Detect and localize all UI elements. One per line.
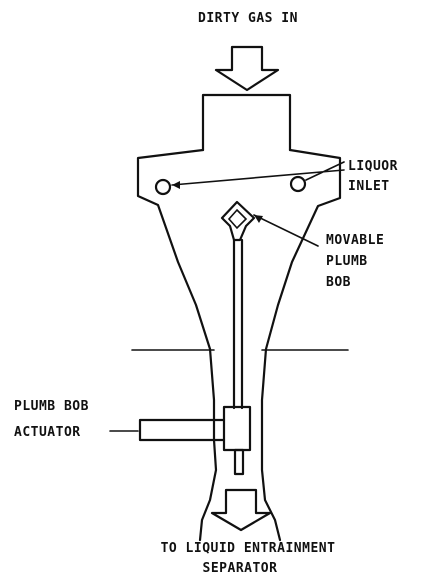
label-inlet: INLET bbox=[348, 179, 390, 194]
label-actuator: ACTUATOR bbox=[14, 425, 81, 440]
actuator-housing bbox=[222, 405, 252, 452]
plumb-bob-head bbox=[220, 200, 256, 242]
plumb-bob-stem bbox=[232, 238, 244, 410]
liquor-leader-line bbox=[171, 161, 345, 186]
plumb-bob-head-inner bbox=[227, 208, 248, 230]
bob-leader-line bbox=[253, 214, 319, 247]
scrubber-body-right bbox=[260, 148, 342, 542]
bob-arrowhead bbox=[254, 215, 263, 223]
outlet-arrow bbox=[210, 488, 272, 532]
inlet-arrow bbox=[214, 45, 280, 92]
liquor-inlet-right bbox=[289, 175, 307, 193]
label-to-liquid-entrainment: TO LIQUID ENTRAINMENT bbox=[161, 541, 336, 556]
label-plumb: PLUMB bbox=[326, 254, 368, 269]
scrubber-body-left bbox=[136, 148, 218, 542]
label-plumb-bob: PLUMB BOB bbox=[14, 399, 89, 414]
actuator-rod bbox=[138, 418, 226, 442]
label-separator: SEPARATOR bbox=[203, 561, 278, 576]
label-bob: BOB bbox=[326, 275, 351, 290]
liquor-arrowhead bbox=[172, 181, 180, 189]
label-liquor: LIQUOR bbox=[348, 159, 398, 174]
lower-stem bbox=[233, 448, 245, 476]
liquor-inlet-left bbox=[154, 178, 172, 196]
label-dirty-gas-in: DIRTY GAS IN bbox=[198, 11, 298, 26]
label-movable: MOVABLE bbox=[326, 233, 384, 248]
inlet-duct bbox=[201, 93, 292, 152]
